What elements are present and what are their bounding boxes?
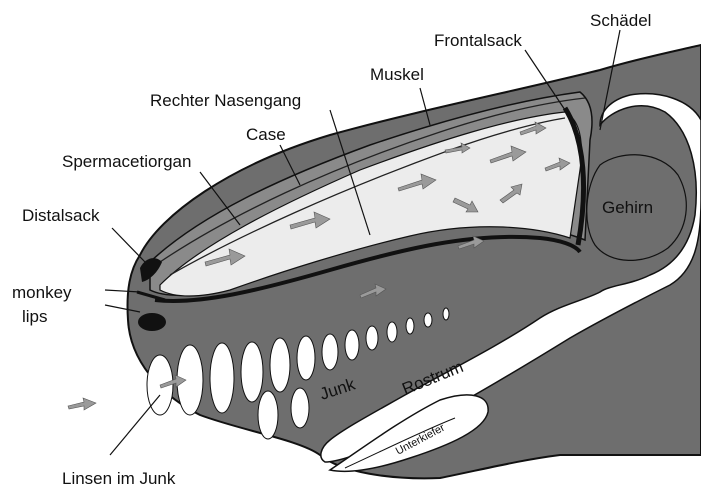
label-nasengang: Rechter Nasengang [150, 91, 301, 110]
label-spermaceti: Spermacetiorgan [62, 152, 191, 171]
arrow-icon [68, 398, 96, 410]
monkey-lips-shape [138, 313, 166, 331]
label-linsen: Linsen im Junk [62, 469, 176, 488]
label-gehirn: Gehirn [602, 198, 653, 217]
label-frontalsack: Frontalsack [434, 31, 522, 50]
label-case: Case [246, 125, 286, 144]
label-distalsack: Distalsack [22, 206, 100, 225]
label-muskel: Muskel [370, 65, 424, 84]
label-lips: lips [22, 307, 48, 326]
label-schaedel: Schädel [590, 11, 651, 30]
label-monkey: monkey [12, 283, 72, 302]
